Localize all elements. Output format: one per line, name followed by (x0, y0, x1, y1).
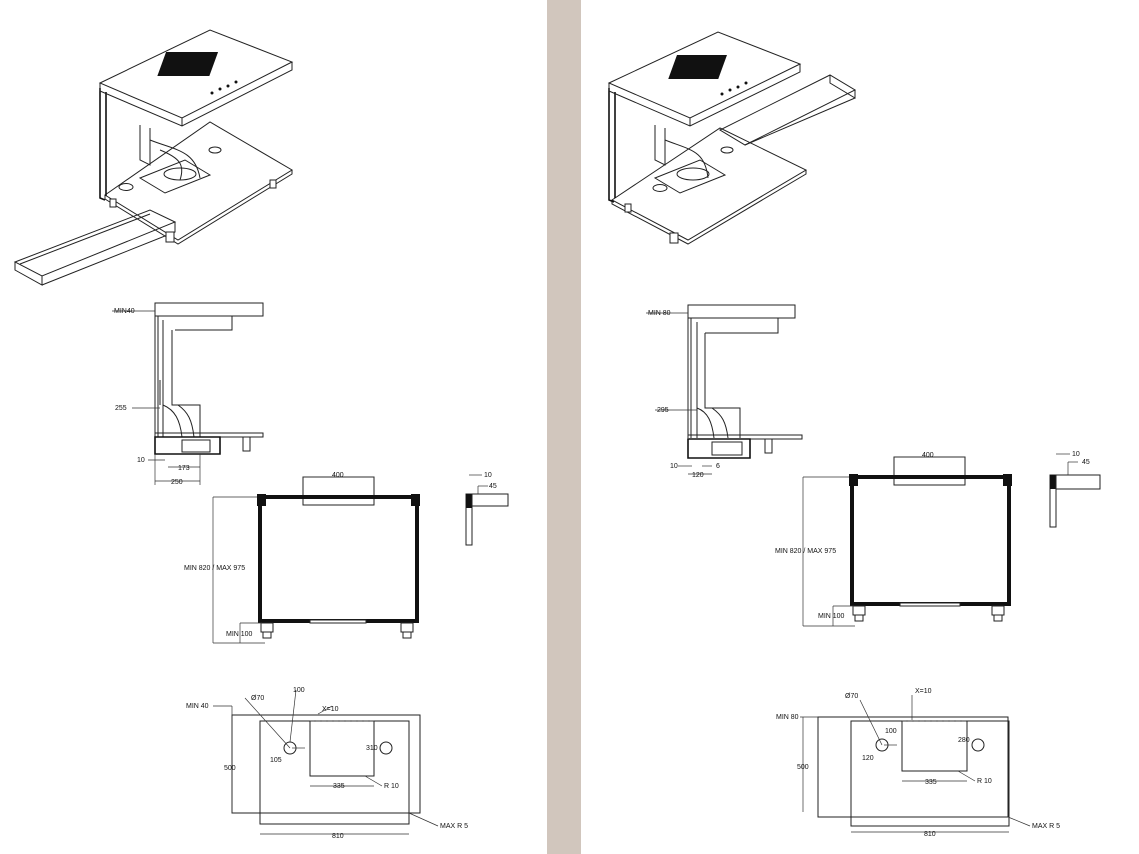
left-cutout-total-label: 810 (332, 833, 344, 840)
left-cutout-min-label: MIN 40 (186, 703, 209, 710)
left-cutout-h-label: 310 (366, 745, 378, 752)
left-side-width-a-label: 173 (178, 465, 190, 472)
left-cutout-offset-label: 105 (270, 757, 282, 764)
left-side-section: MIN40 255 10 173 250 (112, 302, 264, 486)
left-side-height-label: 255 (115, 405, 127, 412)
right-cutout-offset-label: 120 (862, 755, 874, 762)
left-front-view: 400 MIN 820 / MAX 975 MIN 100 (184, 472, 420, 644)
right-isometric-view (607, 31, 857, 245)
left-front-height-label: MIN 820 / MAX 975 (184, 565, 245, 572)
right-side-height-label: 295 (657, 407, 669, 414)
right-cutout-plan: MIN 80 Ø70 X=10 100 500 120 280 335 R 10… (776, 688, 1060, 838)
right-cutout-x-label: X=10 (915, 688, 932, 695)
left-detail-45-label: 45 (489, 483, 497, 490)
left-profile-detail: 10 45 (465, 472, 509, 546)
right-front-duct-label: 400 (922, 452, 934, 459)
left-cutout-r-label: R 10 (384, 783, 399, 790)
right-cutout-r-label: R 10 (977, 778, 992, 785)
right-front-plinth-label: MIN 100 (818, 613, 845, 620)
left-cutout-maxr-label: MAX R 5 (440, 823, 468, 830)
left-front-plinth-label: MIN 100 (226, 631, 253, 638)
left-detail-10-label: 10 (484, 472, 492, 479)
right-cutout-w-label: 335 (925, 779, 937, 786)
right-cutout-min-label: MIN 80 (776, 714, 799, 721)
right-profile-detail: 10 45 (1049, 451, 1101, 528)
left-cutout-plan: MIN 40 100 Ø70 X=10 500 105 310 335 R 10… (186, 687, 468, 840)
left-side-width-b-label: 250 (171, 479, 183, 486)
right-cutout-100-label: 100 (885, 728, 897, 735)
right-side-section: MIN 80 295 10 6 120 (646, 304, 803, 479)
right-side-d6-label: 6 (716, 463, 720, 470)
right-cutout-dia-label: Ø70 (845, 693, 858, 700)
left-cutout-dia-label: Ø70 (251, 695, 264, 702)
right-cutout-depth-label: 500 (797, 764, 809, 771)
left-cutout-depth-label: 500 (224, 765, 236, 772)
left-cutout-w-label: 335 (333, 783, 345, 790)
right-side-bottom-label: 10 (670, 463, 678, 470)
left-front-duct-label: 400 (332, 472, 344, 479)
right-cutout-total-label: 810 (924, 831, 936, 838)
right-front-height-label: MIN 820 / MAX 975 (775, 548, 836, 555)
right-detail-10-label: 10 (1072, 451, 1080, 458)
left-isometric-view (13, 29, 294, 286)
left-cutout-x-label: X=10 (322, 706, 339, 713)
right-cutout-maxr-label: MAX R 5 (1032, 823, 1060, 830)
right-side-d120-label: 120 (692, 472, 704, 479)
left-cutout-100-label: 100 (293, 687, 305, 694)
left-side-bottom-label: 10 (137, 457, 145, 464)
left-side-min-label: MIN40 (114, 308, 135, 315)
right-cutout-h-label: 280 (958, 737, 970, 744)
page-divider (547, 0, 581, 854)
right-side-min-label: MIN 80 (648, 310, 671, 317)
right-detail-45-label: 45 (1082, 459, 1090, 466)
right-front-view: 400 MIN 820 / MAX 975 MIN 100 (775, 452, 1012, 627)
